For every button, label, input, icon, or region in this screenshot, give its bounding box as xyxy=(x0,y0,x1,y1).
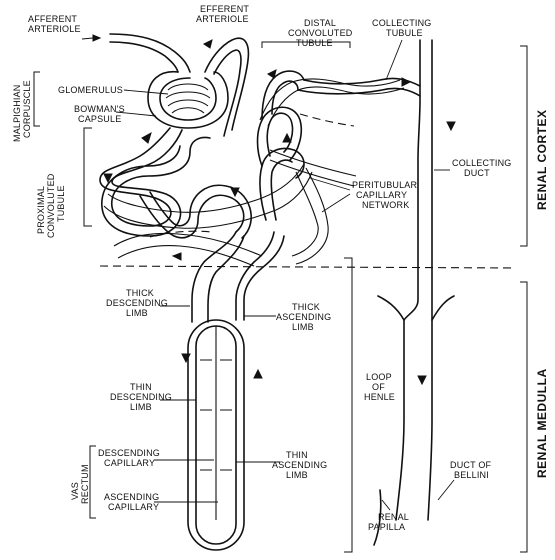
label-vas-rectum: VASRECTUM xyxy=(70,445,96,519)
collecting-duct xyxy=(373,39,456,546)
svg-text:RENAL MEDULLA: RENAL MEDULLA xyxy=(535,368,549,478)
label-renal-cortex: RENAL CORTEX xyxy=(520,45,549,247)
label-proximal-convoluted-tubule: PROXIMALCONVOLUTEDTUBULE xyxy=(36,127,92,238)
afferent-arteriole xyxy=(92,33,191,73)
svg-text:MALPIGHIANCORPUSCLE: MALPIGHIANCORPUSCLE xyxy=(12,80,32,142)
peritubular-capillary-network xyxy=(103,78,405,267)
loop-of-henle xyxy=(181,231,285,551)
bowmans-capsule xyxy=(147,71,229,129)
proximal-convoluted-tubule xyxy=(99,127,252,239)
cortex-medulla-boundary xyxy=(99,265,516,269)
label-renal-medulla: RENAL MEDULLA xyxy=(520,281,549,553)
svg-text:RENAL CORTEX: RENAL CORTEX xyxy=(535,110,549,210)
svg-text:PROXIMALCONVOLUTEDTUBULE: PROXIMALCONVOLUTEDTUBULE xyxy=(36,173,66,238)
distal-convoluted-tubule xyxy=(256,69,421,221)
label-glomerulus: GLOMERULUS xyxy=(58,85,169,95)
label-malpighian-corpuscle: MALPIGHIANCORPUSCLE xyxy=(12,71,40,142)
efferent-arteriole xyxy=(203,37,250,137)
svg-text:GLOMERULUS: GLOMERULUS xyxy=(58,85,123,95)
glomerulus xyxy=(165,83,211,114)
svg-text:VASRECTUM: VASRECTUM xyxy=(70,464,90,504)
thick-descending-limb xyxy=(191,231,245,323)
